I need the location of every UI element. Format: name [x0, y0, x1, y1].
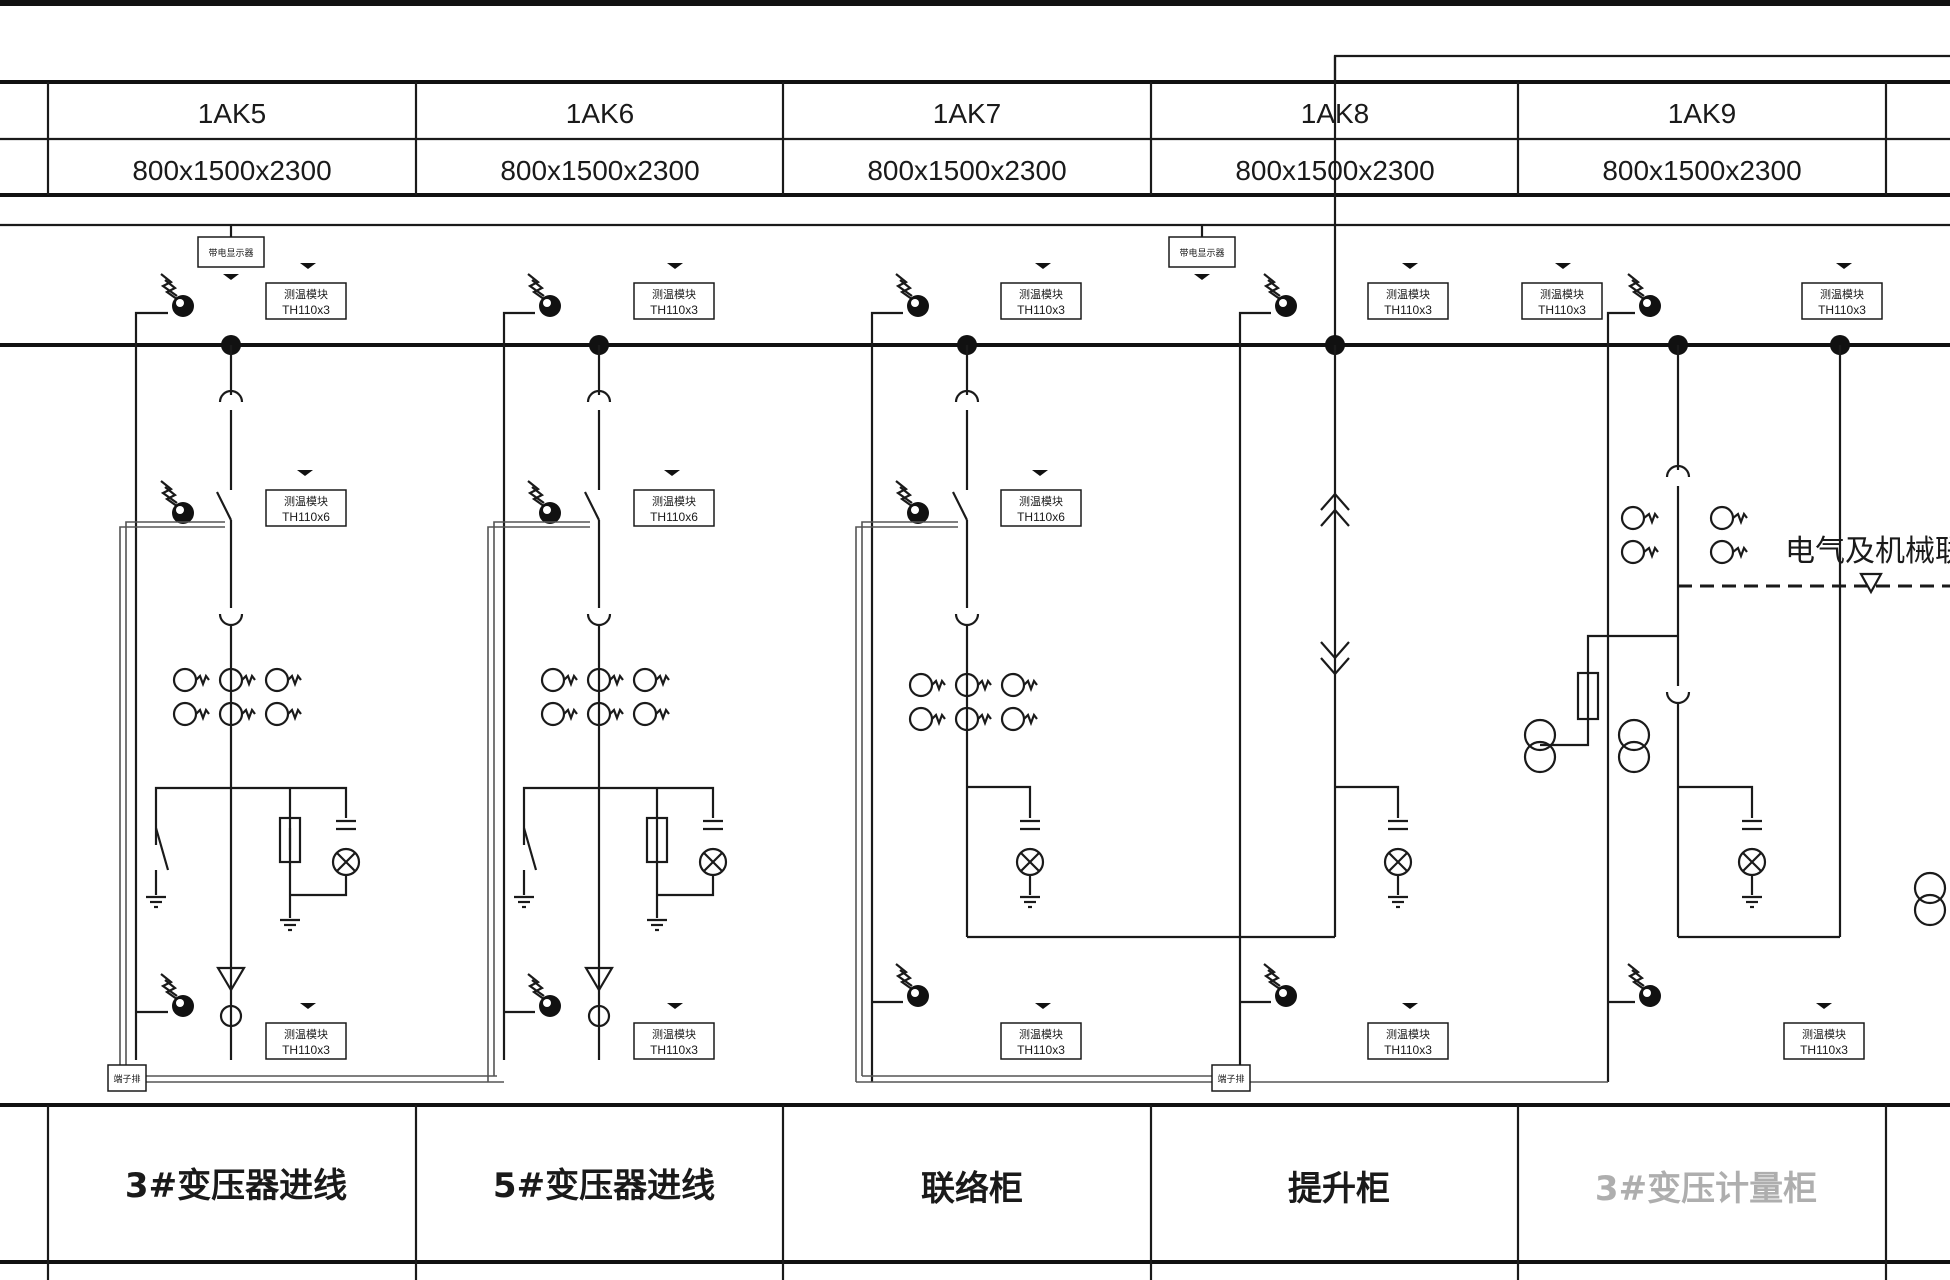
svg-text:测温模块: 测温模块 — [1540, 288, 1584, 301]
panel-size: 800x1500x2300 — [867, 155, 1066, 186]
svg-text:TH110x3: TH110x3 — [1538, 303, 1586, 317]
panel-id: 1AK5 — [198, 98, 267, 129]
monitor-tag: 测温模块 TH110x3 — [1367, 263, 1449, 320]
svg-text:测温模块: 测温模块 — [284, 495, 328, 508]
feeder-1ak8 — [1238, 56, 1413, 1082]
svg-text:端子排: 端子排 — [113, 1073, 140, 1085]
panel-size: 800x1500x2300 — [132, 155, 331, 186]
header-table — [0, 80, 1950, 197]
svg-text:测温模块: 测温模块 — [652, 1028, 696, 1041]
feeder-1ak5 — [134, 272, 361, 1060]
svg-text:TH110x3: TH110x3 — [1800, 1043, 1848, 1057]
svg-text:测温模块: 测温模块 — [1019, 1028, 1063, 1041]
panel-id: 1AK9 — [1668, 98, 1737, 129]
bottom-table — [0, 1103, 1950, 1280]
panel-name: 3#变压计量柜 — [1595, 1169, 1817, 1209]
live-indicator: 带电显示器 — [197, 225, 265, 280]
svg-text:测温模块: 测温模块 — [284, 288, 328, 301]
monitor-tag: 测温模块 TH110x3 — [1521, 263, 1603, 320]
upper-bracket-line — [1333, 54, 1950, 80]
svg-text:带电显示器: 带电显示器 — [1179, 247, 1224, 259]
terminal-block: 端子排 — [1211, 1064, 1251, 1092]
monitor-tag: 测温模块 TH110x3 — [265, 1003, 347, 1060]
svg-text:测温模块: 测温模块 — [1802, 1028, 1846, 1041]
svg-text:测温模块: 测温模块 — [1019, 495, 1063, 508]
feeder-1ak6 — [502, 272, 728, 1060]
svg-text:TH110x3: TH110x3 — [1017, 1043, 1065, 1057]
monitor-tag: 测温模块 TH110x3 — [1000, 1003, 1082, 1060]
svg-text:端子排: 端子排 — [1217, 1073, 1244, 1085]
monitor-tag: 测温模块 TH110x6 — [1000, 470, 1082, 527]
svg-text:TH110x3: TH110x3 — [1017, 303, 1065, 317]
svg-text:测温模块: 测温模块 — [1019, 288, 1063, 301]
feeder-1ak7 — [870, 272, 1335, 1082]
panel-id: 1AK6 — [566, 98, 635, 129]
svg-text:TH110x6: TH110x6 — [1017, 510, 1065, 524]
svg-text:测温模块: 测温模块 — [652, 495, 696, 508]
svg-text:测温模块: 测温模块 — [1386, 1028, 1430, 1041]
terminal-block: 端子排 — [107, 1064, 147, 1092]
svg-text:TH110x3: TH110x3 — [1384, 303, 1432, 317]
monitor-tag: 测温模块 TH110x6 — [265, 470, 347, 527]
monitor-tag: 测温模块 TH110x3 — [1367, 1003, 1449, 1060]
monitor-tag: 测温模块 TH110x3 — [1000, 263, 1082, 320]
svg-text:测温模块: 测温模块 — [652, 288, 696, 301]
monitor-tag: 测温模块 TH110x3 — [265, 263, 347, 320]
svg-text:带电显示器: 带电显示器 — [208, 247, 253, 259]
panel-name: 提升柜 — [1288, 1169, 1390, 1209]
interlock-note: 电气及机械联锁 — [1785, 534, 1950, 569]
svg-text:TH110x3: TH110x3 — [650, 303, 698, 317]
svg-text:测温模块: 测温模块 — [284, 1028, 328, 1041]
monitor-tag: 测温模块 TH110x3 — [1783, 1003, 1865, 1060]
panel-name: 3#变压器进线 — [125, 1166, 347, 1206]
control-cable-runs — [119, 521, 1608, 1083]
svg-text:TH110x6: TH110x6 — [282, 510, 330, 524]
svg-text:TH110x3: TH110x3 — [650, 1043, 698, 1057]
panel-id: 1AK7 — [933, 98, 1002, 129]
svg-text:TH110x6: TH110x6 — [650, 510, 698, 524]
svg-text:TH110x3: TH110x3 — [1818, 303, 1866, 317]
svg-text:TH110x3: TH110x3 — [282, 303, 330, 317]
svg-text:测温模块: 测温模块 — [1820, 288, 1864, 301]
panel-size: 800x1500x2300 — [1602, 155, 1801, 186]
panel-name: 5#变压器进线 — [493, 1166, 715, 1206]
live-indicator: 带电显示器 — [1168, 225, 1236, 280]
monitor-tag: 测温模块 TH110x3 — [1801, 263, 1883, 320]
svg-text:测温模块: 测温模块 — [1386, 288, 1430, 301]
svg-text:TH110x3: TH110x3 — [1384, 1043, 1432, 1057]
monitor-tag: 测温模块 TH110x3 — [633, 263, 715, 320]
feeder-1ak9 — [1523, 272, 1950, 1082]
panel-name: 联络柜 — [921, 1169, 1023, 1209]
monitor-tag: 测温模块 TH110x6 — [633, 470, 715, 527]
monitor-tag: 测温模块 TH110x3 — [633, 1003, 715, 1060]
panel-size: 800x1500x2300 — [500, 155, 699, 186]
svg-text:TH110x3: TH110x3 — [282, 1043, 330, 1057]
